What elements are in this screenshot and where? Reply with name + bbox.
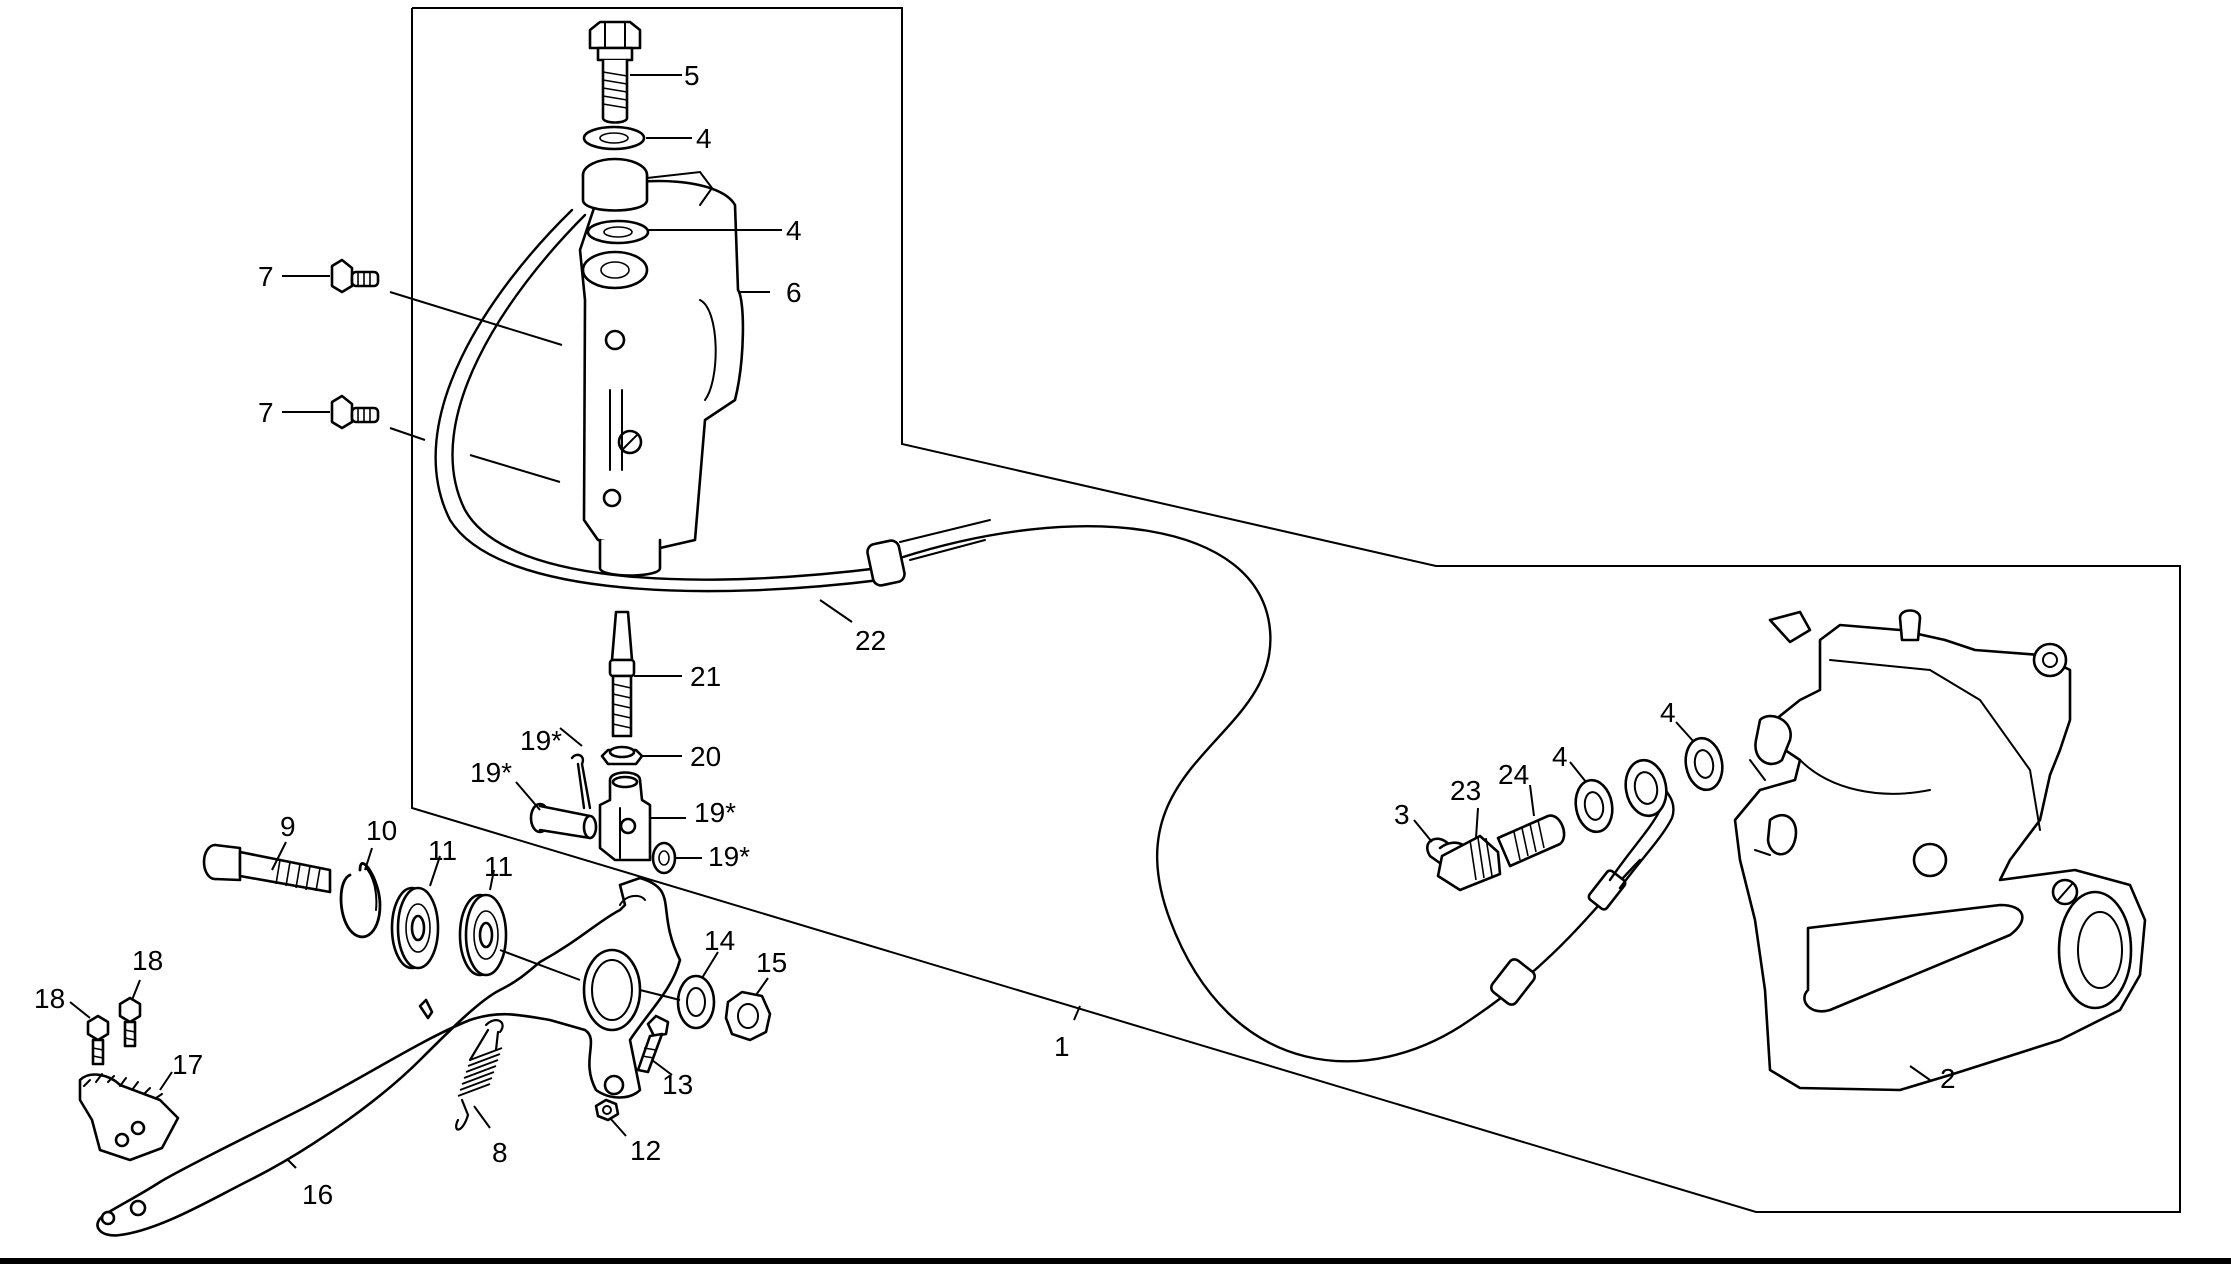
hose-fitting-lower xyxy=(1489,958,1537,1006)
callout-7: 7 xyxy=(258,261,274,292)
brake-line-upper-inner xyxy=(451,213,882,581)
callout-19: 19* xyxy=(708,841,750,872)
callout-7: 7 xyxy=(258,397,274,428)
washer-4-caliper-b xyxy=(1684,736,1724,792)
hose-fitting-mid xyxy=(1587,869,1627,911)
callout-16: 16 xyxy=(302,1179,333,1210)
screw-18b xyxy=(118,996,142,1048)
adapter-23 xyxy=(1436,834,1502,892)
assembly-boundary xyxy=(411,7,2181,1213)
washer-4-lower xyxy=(586,219,650,245)
callout-12: 12 xyxy=(630,1135,661,1166)
callout-5: 5 xyxy=(684,60,700,91)
callout-23: 23 xyxy=(1450,775,1481,806)
cotter-pin-19 xyxy=(570,753,592,810)
washer-14 xyxy=(676,974,716,1030)
callout-9: 9 xyxy=(280,811,296,842)
circlip-10 xyxy=(339,862,382,939)
callout-20: 20 xyxy=(690,741,721,772)
callout-24: 24 xyxy=(1498,759,1529,790)
bearing-11b xyxy=(458,893,508,977)
bolt-7-lower xyxy=(330,394,380,430)
master-cylinder xyxy=(578,157,745,577)
brake-line-upper xyxy=(434,208,882,593)
callout-1: 1 xyxy=(1054,1031,1070,1062)
leader-lines xyxy=(69,74,1931,1169)
fitting-24 xyxy=(1496,814,1566,868)
banjo-bolt-5 xyxy=(588,20,642,124)
callout-11: 11 xyxy=(428,835,457,866)
callout-22: 22 xyxy=(855,625,886,656)
callout-17: 17 xyxy=(172,1049,203,1080)
callout-4: 4 xyxy=(1552,741,1568,772)
washer-19 xyxy=(651,841,677,875)
callout-6: 6 xyxy=(786,277,802,308)
nut-20 xyxy=(600,745,644,766)
callout-3: 3 xyxy=(1394,799,1410,830)
clevis-pin-19 xyxy=(529,802,598,840)
hose-sleeve xyxy=(866,539,906,587)
bearing-11a xyxy=(390,886,440,970)
callout-8: 8 xyxy=(492,1137,508,1168)
washer-4-caliper-a xyxy=(1574,778,1614,834)
screw-13 xyxy=(636,1014,670,1074)
callout-19: 19* xyxy=(520,725,562,756)
banjo-fitting xyxy=(1624,758,1668,818)
callout-18: 18 xyxy=(34,983,65,1014)
callout-10: 10 xyxy=(366,815,397,846)
pedal-tip-17 xyxy=(78,1073,180,1162)
callout-11: 11 xyxy=(484,851,513,882)
nut-15 xyxy=(724,990,772,1042)
bolt-7-upper xyxy=(330,258,380,294)
callout-2: 2 xyxy=(1940,1063,1956,1094)
bottom-border xyxy=(0,1258,2231,1264)
spring-8 xyxy=(455,1019,504,1131)
callout-15: 15 xyxy=(756,947,787,978)
callout-14: 14 xyxy=(704,925,735,956)
brake-pedal-16 xyxy=(96,876,682,1237)
callout-labels: 5 4 4 6 7 7 22 21 20 19* 19* 19* 19* 9 1… xyxy=(34,60,1956,1210)
callout-4: 4 xyxy=(1660,697,1676,728)
washer-4-upper xyxy=(582,125,646,151)
callout-4: 4 xyxy=(696,123,712,154)
push-rod-21 xyxy=(608,610,636,738)
bolt-9 xyxy=(202,843,332,894)
callout-19: 19* xyxy=(694,797,736,828)
callout-19: 19* xyxy=(470,757,512,788)
callout-21: 21 xyxy=(690,661,721,692)
callout-4: 4 xyxy=(786,215,802,246)
clevis-19 xyxy=(598,771,652,862)
callout-13: 13 xyxy=(662,1069,693,1100)
screw-18a xyxy=(86,1014,110,1066)
callout-18: 18 xyxy=(132,945,163,976)
brake-caliper-2 xyxy=(1733,609,2147,1092)
nut-12 xyxy=(594,1098,620,1122)
